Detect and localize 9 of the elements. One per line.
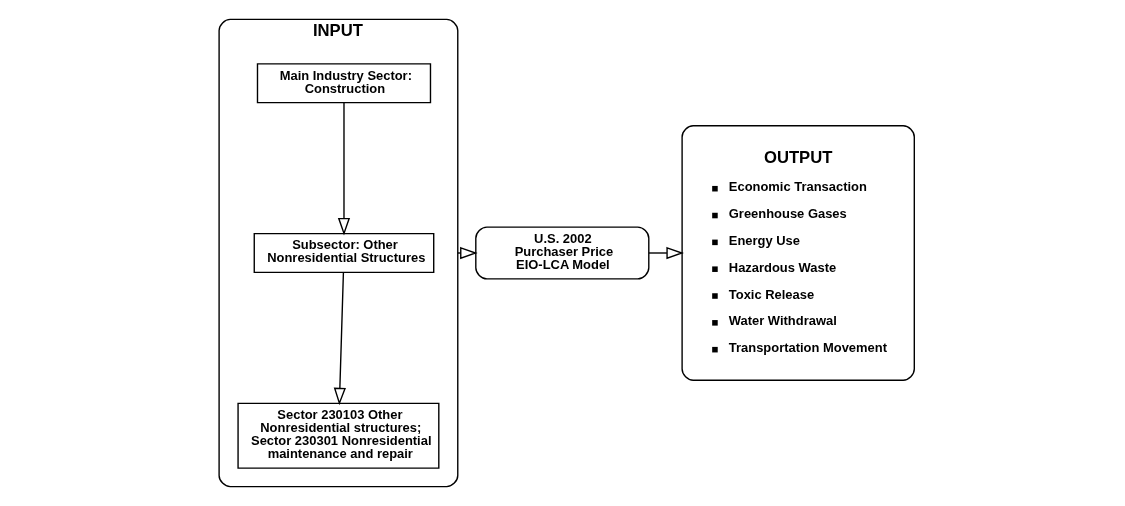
node-box: Sector 230103 Other Nonresidential structures; Sector 230301 Nonresidential maintenance and repair [236,402,439,469]
node-box: U.S. 2002 Purchaser Price EIO-LCA Model [474,226,649,280]
arrow [647,246,684,260]
node-box: OUTPUT Economic Transaction Greenhouse Gases Energy Use Hazardous Waste Toxic Release Water Withdrawal Transportation Movement [680,125,915,381]
arrow [337,102,350,236]
node-box: Subsector: Other Nonresidential Structures [253,232,434,274]
node-box: Main Industry Sector: Construction [256,63,431,104]
arrow [456,246,478,260]
arrow [333,271,346,406]
